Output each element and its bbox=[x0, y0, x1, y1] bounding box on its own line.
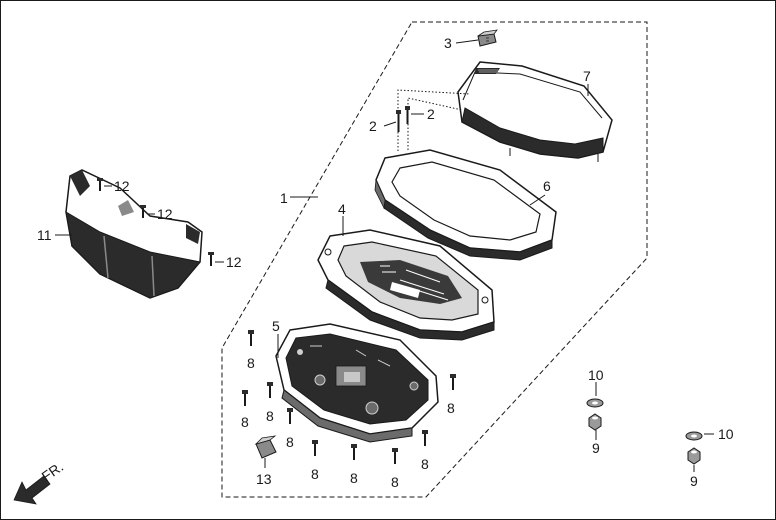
callout-8: 8 bbox=[447, 400, 455, 416]
callout-1: 1 bbox=[280, 190, 288, 206]
callout-6: 6 bbox=[543, 178, 551, 194]
callout-8: 8 bbox=[241, 414, 249, 430]
callout-10: 10 bbox=[588, 367, 604, 383]
callout-8: 8 bbox=[286, 434, 294, 450]
callout-9: 9 bbox=[592, 440, 600, 456]
callout-8: 8 bbox=[350, 470, 358, 486]
callout-8: 8 bbox=[266, 408, 274, 424]
assembly-group-boundary bbox=[221, 21, 648, 498]
screw-part-2 bbox=[396, 106, 410, 132]
callout-8: 8 bbox=[391, 474, 399, 490]
washer-nut-part-a bbox=[586, 398, 604, 431]
leader-lines bbox=[55, 39, 714, 472]
callout-8: 8 bbox=[421, 456, 429, 472]
front-direction-arrow bbox=[13, 475, 51, 505]
callout-12: 12 bbox=[157, 206, 173, 222]
callout-3: 3 bbox=[444, 35, 452, 51]
callout-9: 9 bbox=[690, 473, 698, 489]
screw-part-8 bbox=[242, 330, 456, 464]
connector-part bbox=[477, 29, 498, 47]
callout-12: 12 bbox=[114, 178, 130, 194]
screw-part-12 bbox=[97, 178, 214, 266]
callout-10: 10 bbox=[718, 426, 734, 442]
lower-case-part bbox=[275, 323, 439, 443]
callout-11: 11 bbox=[37, 227, 52, 243]
callout-7: 7 bbox=[583, 68, 591, 84]
callout-8: 8 bbox=[311, 466, 319, 482]
visor-part bbox=[65, 169, 203, 299]
callout-4: 4 bbox=[338, 201, 346, 217]
display-panel-part bbox=[317, 229, 495, 341]
callout-2-right: 2 bbox=[427, 106, 435, 122]
callout-13: 13 bbox=[256, 471, 272, 487]
callout-2-left: 2 bbox=[369, 118, 377, 134]
washer-nut-part-b bbox=[685, 431, 703, 465]
meter-cover-part bbox=[457, 61, 613, 162]
callout-5: 5 bbox=[272, 318, 280, 334]
callout-8: 8 bbox=[247, 355, 255, 371]
bezel-part bbox=[374, 149, 557, 261]
grommet-part bbox=[254, 435, 277, 459]
callout-12: 12 bbox=[226, 254, 242, 270]
